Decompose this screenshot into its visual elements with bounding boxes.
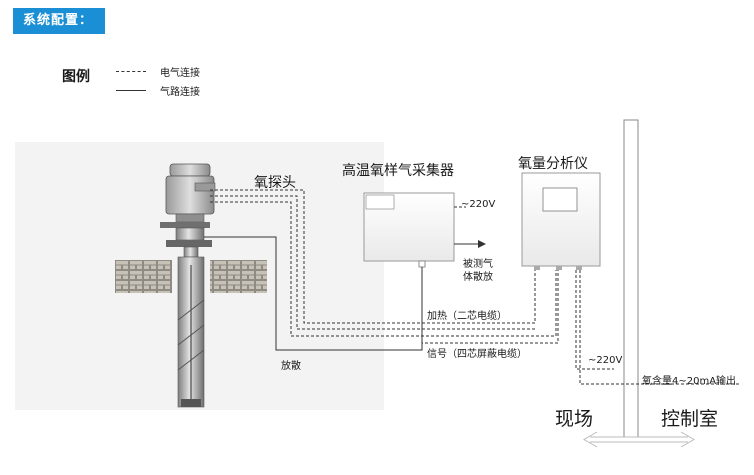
probe-label: 氧探头 bbox=[254, 175, 296, 191]
control-room-label: 控制室 bbox=[661, 408, 719, 430]
gas-lines bbox=[204, 236, 486, 351]
exhaust-label-line1: 被测气 bbox=[463, 259, 493, 270]
electrical-lines bbox=[210, 189, 740, 385]
legend-dashed-line bbox=[116, 71, 146, 72]
oxygen-probe bbox=[160, 163, 216, 408]
legend-gas-label: 气路连接 bbox=[160, 87, 200, 98]
analyzer-label: 氧量分析仪 bbox=[518, 156, 588, 172]
legend-electrical-label: 电气连接 bbox=[160, 68, 200, 79]
divider-wall bbox=[623, 119, 639, 438]
flue-wall bbox=[115, 260, 267, 293]
gas-collector bbox=[363, 192, 455, 268]
collector-label: 高温氧样气采集器 bbox=[342, 163, 454, 179]
legend-solid-line bbox=[116, 90, 146, 91]
vent-label: 放散 bbox=[281, 361, 301, 372]
zone-arrow bbox=[582, 431, 696, 448]
analyzer-power-label: ~220V bbox=[588, 355, 623, 366]
oxygen-analyzer bbox=[521, 172, 601, 270]
heating-cable-label: 加热（二芯电缆） bbox=[427, 311, 507, 322]
section-title: 系统配置： bbox=[13, 8, 105, 34]
legend-title: 图例 bbox=[62, 69, 90, 85]
field-zone-label: 现场 bbox=[555, 408, 594, 430]
collector-power-label: ~220V bbox=[461, 199, 496, 210]
signal-cable-label: 信号（四芯屏蔽电缆） bbox=[427, 349, 527, 360]
exhaust-label-line2: 体散放 bbox=[463, 272, 493, 283]
output-signal-label: 氧含量4~20mA输出 bbox=[642, 376, 737, 387]
